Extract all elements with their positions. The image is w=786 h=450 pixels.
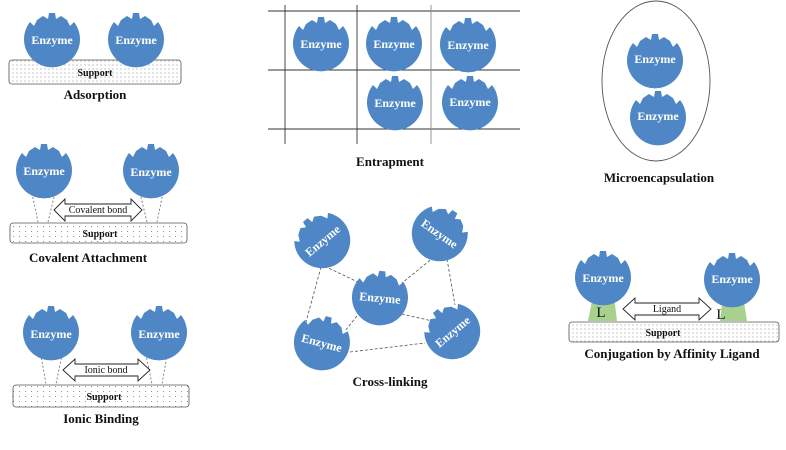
enzyme: Enzyme (287, 309, 356, 377)
enzyme-label: Enzyme (711, 272, 753, 286)
enzyme-label: Enzyme (374, 96, 416, 110)
enzyme: Enzyme (630, 91, 686, 146)
enzyme: Enzyme (123, 144, 179, 199)
enzyme-label: Enzyme (31, 33, 73, 47)
enzyme-label: Enzyme (30, 327, 72, 341)
ligand-letter: L (716, 307, 725, 323)
panel-title: Adsorption (64, 87, 128, 102)
enzyme-label: Enzyme (634, 52, 676, 66)
enzyme-label: Enzyme (130, 165, 172, 179)
capsule-membrane (601, 0, 711, 162)
enzyme: Enzyme (400, 195, 478, 273)
panel-affinity-ligand: Enzyme Enzyme L L Ligand Support Conjuga… (568, 251, 780, 361)
support-label: Support (77, 68, 113, 79)
double-arrow (62, 357, 151, 383)
enzyme: Enzyme (349, 268, 411, 328)
panel-title: Ionic Binding (63, 411, 139, 426)
panel-title: Entrapment (356, 154, 425, 169)
enzyme: Enzyme (16, 144, 73, 199)
enzyme-label: Enzyme (373, 37, 415, 51)
panel-title: Microencapsulation (604, 170, 715, 185)
enzyme: Enzyme (704, 253, 760, 308)
panel-ionic-binding: Enzyme Enzyme Ionic bond Support Ionic B… (12, 306, 190, 426)
enzyme-label: Enzyme (582, 271, 624, 285)
enzyme-label: Enzyme (359, 289, 402, 307)
ligand-letter: L (596, 305, 605, 321)
support-bar (12, 384, 190, 408)
enzyme: Enzyme (366, 17, 422, 72)
support-label: Support (86, 392, 122, 403)
panel-entrapment: Enzyme Enzyme Enzyme Enzyme Enzyme Entra… (268, 5, 520, 169)
panel-title: Covalent Attachment (29, 250, 148, 265)
enzyme-label: Enzyme (23, 164, 65, 178)
panel-title: Cross-linking (353, 374, 428, 389)
enzyme: Enzyme (283, 202, 362, 280)
enzyme: Enzyme (23, 306, 80, 361)
bond-label: Ionic bond (84, 365, 127, 376)
enzyme-label: Enzyme (637, 109, 679, 123)
panel-microencapsulation: Enzyme Enzyme Microencapsulation (601, 0, 715, 185)
enzyme: Enzyme (440, 18, 496, 73)
enzyme: Enzyme (367, 76, 423, 131)
enzyme-label: Enzyme (447, 38, 489, 52)
double-arrow (53, 197, 143, 223)
enzyme: Enzyme (575, 251, 631, 306)
enzyme: Enzyme (131, 306, 187, 361)
panel-title: Conjugation by Affinity Ligand (584, 346, 760, 361)
enzyme-label: Enzyme (300, 37, 342, 51)
support-bar (9, 222, 188, 244)
panel-cross-linking: Enzyme Enzyme Enzyme Enzyme Enzyme Cross… (283, 195, 492, 389)
enzyme: Enzyme (108, 13, 164, 68)
panel-adsorption: Support Enzyme Enzyme Adsorption (8, 13, 182, 102)
enzyme: Enzyme (413, 293, 492, 371)
bond-label: Covalent bond (69, 205, 128, 216)
enzyme-label: Enzyme (138, 327, 180, 341)
enzyme-label: Enzyme (115, 33, 157, 47)
enzyme-label: Enzyme (449, 95, 491, 109)
support-bar (568, 321, 780, 343)
support-label: Support (645, 328, 681, 339)
enzyme: Enzyme (442, 76, 498, 131)
enzyme: Enzyme (24, 13, 81, 68)
dashed-links (31, 192, 164, 223)
panel-covalent-attachment: Enzyme Enzyme Covalent bond Support Cova… (9, 144, 188, 265)
enzyme: Enzyme (627, 34, 683, 89)
enzyme: Enzyme (293, 17, 349, 72)
bond-label: Ligand (653, 304, 681, 315)
support-label: Support (82, 229, 118, 240)
double-arrow (622, 296, 712, 322)
